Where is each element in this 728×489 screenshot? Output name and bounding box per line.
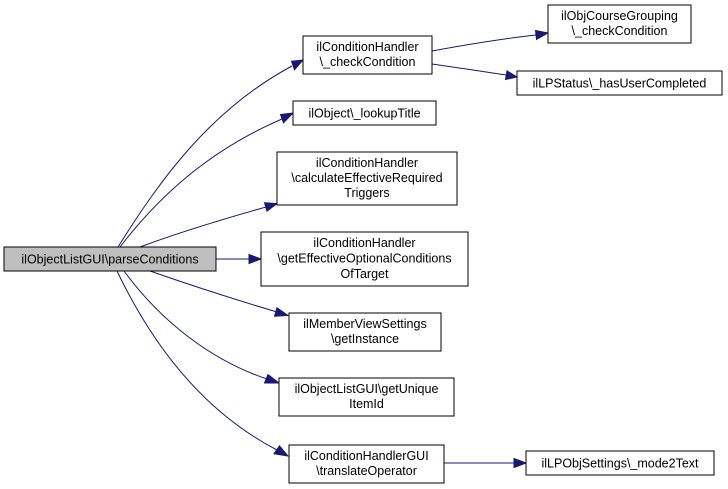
node-label: ilConditionHandler (316, 156, 418, 170)
node-label: \getEffectiveOptionalConditions (277, 252, 451, 266)
edge-root-to-unique-item (123, 270, 281, 384)
node-label: ilConditionHandlerGUI (304, 449, 428, 463)
edge-check-condition-to-has-user-completed (431, 63, 519, 81)
node-has-user-completed[interactable]: ilLPStatus\_hasUserCompleted (516, 70, 723, 96)
node-label: \_checkCondition (320, 55, 416, 69)
node-label: ilObjectListGUI\parseConditions (21, 253, 198, 267)
node-label: ItemId (349, 397, 384, 411)
edge-root-to-check-condition (117, 59, 305, 248)
node-label: ilObject\_lookupTitle (308, 107, 420, 121)
edge-root-to-member-view (149, 270, 290, 317)
edge-check-condition-to-course-grouping (431, 29, 550, 52)
node-lookup-title[interactable]: ilObject\_lookupTitle (292, 100, 437, 126)
edge-root-to-translate-op (116, 270, 290, 457)
node-check-condition[interactable]: ilConditionHandler \_checkCondition (302, 35, 433, 75)
node-label: ilObjCourseGrouping (561, 9, 678, 23)
node-label: ilObjectListGUI\getUnique (295, 382, 439, 396)
node-label: \calculateEffectiveRequired (291, 171, 442, 185)
node-label: Triggers (344, 186, 389, 200)
node-label: ilLPStatus\_hasUserCompleted (533, 77, 707, 91)
node-get-unique-item-id[interactable]: ilObjectListGUI\getUnique ItemId (278, 377, 455, 417)
edge-root-to-calc-required (139, 202, 279, 248)
edge-root-to-get-optional (216, 253, 263, 265)
node-parse-conditions[interactable]: ilObjectListGUI\parseConditions (3, 246, 217, 272)
node-label: ilConditionHandler (313, 236, 415, 250)
node-mode2text[interactable]: ilLPObjSettings\_mode2Text (525, 450, 715, 476)
node-label: ilLPObjSettings\_mode2Text (541, 457, 699, 471)
node-label: \getInstance (331, 332, 399, 346)
edge-root-to-lookup-title (119, 112, 295, 248)
node-label: ilConditionHandler (316, 40, 418, 54)
node-translate-operator[interactable]: ilConditionHandlerGUI \translateOperator (288, 444, 445, 484)
node-course-grouping-check[interactable]: ilObjCourseGrouping \_checkCondition (547, 4, 692, 44)
node-label: OfTarget (341, 267, 389, 281)
node-calculate-effective-required[interactable]: ilConditionHandler \calculateEffectiveRe… (276, 151, 458, 206)
node-label: \_checkCondition (572, 24, 668, 38)
edge-translate-op-to-mode2text (444, 457, 528, 469)
node-get-effective-optional[interactable]: ilConditionHandler \getEffectiveOptional… (260, 231, 469, 287)
node-label: \translateOperator (316, 464, 417, 478)
node-label: ilMemberViewSettings (303, 317, 426, 331)
node-member-view-settings[interactable]: ilMemberViewSettings \getInstance (288, 312, 442, 352)
